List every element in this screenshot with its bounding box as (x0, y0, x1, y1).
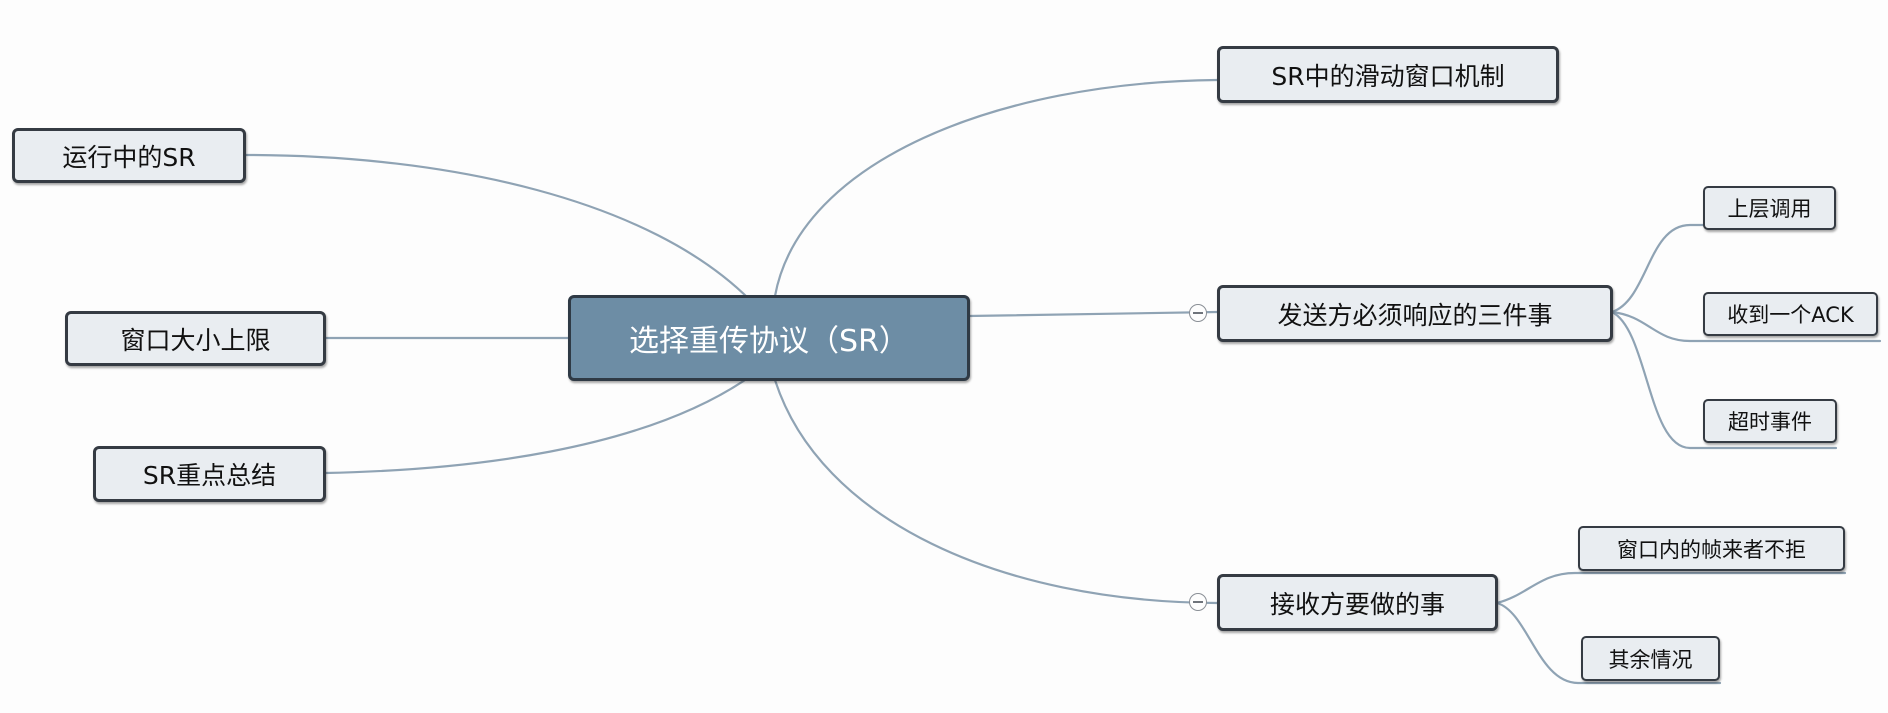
node-sender-three-events-label: 发送方必须响应的三件事 (1277, 300, 1553, 330)
connector-root-sliding-window (773, 78, 1219, 298)
node-running-sr-label: 运行中的SR (62, 142, 196, 172)
node-receive-ack[interactable]: 收到一个ACK (1703, 292, 1878, 336)
node-receiver-tasks[interactable]: 接收方要做的事 (1217, 574, 1498, 631)
connector-sender-upper-call (1610, 223, 1837, 314)
node-sr-summary[interactable]: SR重点总结 (93, 446, 326, 502)
connector-root-sender (966, 310, 1219, 318)
connector-receiver-accept (1495, 571, 1847, 605)
node-sliding-window[interactable]: SR中的滑动窗口机制 (1217, 46, 1559, 103)
node-sender-three-events[interactable]: 发送方必须响应的三件事 (1217, 285, 1613, 342)
node-sliding-window-label: SR中的滑动窗口机制 (1271, 61, 1505, 91)
node-other-cases[interactable]: 其余情况 (1581, 636, 1720, 681)
node-timeout-event-label: 超时事件 (1728, 410, 1812, 434)
root-label: 选择重传协议（SR） (629, 324, 909, 359)
receiver-collapse-toggle[interactable] (1189, 593, 1207, 611)
node-window-size-limit-label: 窗口大小上限 (120, 325, 271, 355)
connector-root-summary (323, 378, 747, 475)
node-upper-layer-call-label: 上层调用 (1727, 197, 1812, 221)
node-running-sr[interactable]: 运行中的SR (12, 128, 246, 183)
root-node[interactable]: 选择重传协议（SR） (568, 295, 970, 381)
node-receiver-tasks-label: 接收方要做的事 (1269, 589, 1445, 619)
node-timeout-event[interactable]: 超时事件 (1703, 399, 1837, 443)
node-upper-layer-call[interactable]: 上层调用 (1703, 186, 1836, 230)
node-sr-summary-label: SR重点总结 (142, 461, 277, 490)
node-accept-frames-in-window-label: 窗口内的帧来者不拒 (1617, 537, 1806, 562)
connector-sender-ack (1610, 310, 1882, 343)
connector-root-receiver (773, 378, 1219, 605)
connector-sender-timeout (1610, 310, 1838, 450)
connector-receiver-others (1495, 601, 1722, 685)
node-other-cases-label: 其余情况 (1608, 647, 1693, 672)
node-receive-ack-label: 收到一个ACK (1727, 303, 1854, 327)
sender-collapse-toggle[interactable] (1189, 304, 1207, 322)
connector-root-running (243, 153, 752, 302)
node-accept-frames-in-window[interactable]: 窗口内的帧来者不拒 (1578, 526, 1845, 571)
node-window-size-limit[interactable]: 窗口大小上限 (65, 311, 326, 366)
